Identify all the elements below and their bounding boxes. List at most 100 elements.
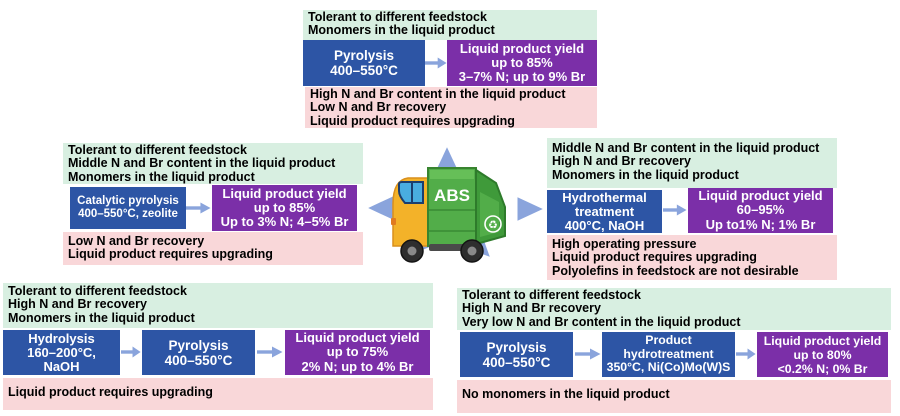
process-line: treatment [574, 203, 635, 219]
note-line: Low N and Br recovery [310, 100, 447, 115]
route-pyrolysis-hydrotreatment: Tolerant to different feedstock High N a… [457, 288, 891, 413]
process-line: 400–550°C [330, 63, 398, 78]
truck-wheel-rear-hub [467, 246, 477, 256]
route-hydrothermal-pros: Middle N and Br content in the liquid pr… [547, 138, 837, 188]
process-box-hydrolysis: Hydrolysis 160–200°C, NaOH [3, 330, 120, 375]
route-catalytic-cons: Low N and Br recovery Liquid product req… [63, 232, 363, 265]
note-line: High N and Br recovery [8, 297, 147, 312]
note-line: Low N and Br recovery [68, 234, 205, 248]
note-line: Tolerant to different feedstock [308, 10, 487, 24]
route-hydrotreatment-pros: Tolerant to different feedstock High N a… [457, 288, 891, 330]
result-box-hydrolysis-pyrolysis: Liquid product yield up to 75% 2% N; up … [285, 330, 430, 375]
route-hydrolysis-pyrolysis: Tolerant to different feedstock High N a… [3, 283, 433, 411]
note-line: Liquid product requires upgrading [68, 247, 273, 262]
flow-arrow-icon [736, 348, 756, 360]
process-line: 160–200°C, [27, 344, 96, 360]
note-line: Tolerant to different feedstock [68, 143, 247, 157]
truck-headlight [391, 218, 396, 225]
note-line: Tolerant to different feedstock [462, 288, 641, 302]
note-line: Monomers in the liquid product [8, 310, 195, 325]
process-line: Hydrolysis [28, 330, 95, 346]
process-line: Pyrolysis [168, 337, 229, 353]
result-line: Liquid product yield [222, 185, 347, 201]
flow-arrow-icon [257, 346, 283, 358]
process-box-hydrothermal: Hydrothermal treatment 400°C, NaOH [547, 190, 662, 233]
result-box-pyrolysis: Liquid product yield up to 85% 3–7% N; u… [447, 40, 597, 86]
recycle-badge [484, 215, 502, 233]
note-line: Liquid product requires upgrading [8, 385, 213, 399]
route-pyrolysis-pros: Tolerant to different feedstock Monomers… [303, 10, 597, 40]
result-line: Liquid product yield [295, 330, 420, 346]
result-box-hydrothermal: Liquid product yield 60–95% Up to1% N; 1… [688, 188, 833, 233]
note-line: No monomers in the liquid product [462, 387, 670, 401]
process-box-pyrolysis-2: Pyrolysis 400–550°C [142, 330, 255, 375]
result-box-catalytic-pyrolysis: Liquid product yield up to 85% Up to 3% … [212, 185, 357, 231]
process-line: Catalytic pyrolysis [77, 194, 179, 207]
process-line: 350°C, Ni(Co)Mo(W)S [606, 360, 731, 375]
note-line: Monomers in the liquid product [68, 169, 255, 184]
route-catalytic-pros: Tolerant to different feedstock Middle N… [63, 143, 363, 184]
process-line: 400°C, NaOH [564, 217, 645, 233]
route-pyrolysis: Tolerant to different feedstock Monomers… [303, 10, 597, 128]
result-line: <0.2% N; 0% Br [777, 361, 868, 376]
flow-arrow-icon [121, 346, 141, 358]
truck-cargo-top-panel [430, 170, 474, 179]
process-line: Pyrolysis [486, 339, 547, 355]
result-line: up to 85% [491, 54, 553, 70]
result-line: 2% N; up to 4% Br [301, 358, 414, 374]
note-line: Very low N and Br content in the liquid … [462, 314, 741, 329]
process-box-catalytic-pyrolysis: Catalytic pyrolysis 400–550°C, zeolite [70, 187, 186, 229]
result-line: 3–7% N; up to 9% Br [458, 69, 586, 85]
flow-arrow-icon [575, 348, 601, 360]
result-line: up to 85% [253, 199, 316, 215]
note-line: Middle N and Br content in the liquid pr… [68, 156, 336, 171]
note-line: High N and Br recovery [462, 301, 601, 316]
process-line: 400–550°C, zeolite [78, 208, 178, 220]
process-line: Product [645, 333, 692, 348]
truck-cargo-box [427, 167, 477, 247]
note-line: Tolerant to different feedstock [8, 284, 187, 298]
result-line: up to 80% [793, 347, 852, 362]
result-line: Up to 3% N; 4–5% Br [220, 214, 349, 230]
route-hydrotreatment-cons: No monomers in the liquid product [457, 380, 891, 413]
process-line: Hydrothermal [562, 189, 647, 205]
route-hydrothermal-cons: High operating pressure Liquid product r… [547, 235, 837, 280]
note-line: High N and Br content in the liquid prod… [310, 87, 566, 101]
note-line: Liquid product requires upgrading [310, 113, 515, 128]
process-box-pyrolysis: Pyrolysis 400–550°C [303, 40, 425, 86]
note-line: Monomers in the liquid product [308, 23, 495, 38]
result-line: Liquid product yield [459, 40, 585, 56]
route-pyrolysis-cons: High N and Br content in the liquid prod… [305, 87, 597, 128]
result-line: Liquid product yield [763, 333, 882, 348]
route-hydrolysis-pros: Tolerant to different feedstock High N a… [3, 283, 433, 328]
process-line: 400–550°C [164, 352, 233, 368]
process-box-hydrotreatment: Product hydrotreatment 350°C, Ni(Co)Mo(W… [602, 332, 735, 377]
process-line: Pyrolysis [333, 48, 395, 63]
route-catalytic-pyrolysis: Tolerant to different feedstock Middle N… [63, 143, 363, 265]
flow-arrow-icon [663, 204, 687, 216]
result-line: up to 75% [326, 344, 389, 360]
abs-label: ABS [434, 186, 470, 205]
note-line: Polyolefins in feedstock are not desirab… [552, 263, 799, 278]
route-hydrothermal: Middle N and Br content in the liquid pr… [547, 138, 837, 280]
process-line: hydrotreatment [623, 346, 714, 361]
result-line: 60–95% [736, 202, 785, 218]
truck-bumper [429, 244, 467, 251]
truck-wheel-front-hub [407, 246, 417, 256]
note-line: High operating pressure [552, 237, 697, 251]
note-line: High N and Br recovery [552, 154, 691, 169]
result-box-hydrotreatment: Liquid product yield up to 80% <0.2% N; … [757, 332, 888, 377]
flow-arrow-icon [425, 57, 447, 69]
abs-waste-truck-illustration: ABS ♻ [368, 147, 543, 263]
flow-arrow-icon [186, 202, 211, 214]
route-hydrolysis-cons: Liquid product requires upgrading [3, 378, 433, 410]
note-line: Monomers in the liquid product [552, 167, 739, 182]
result-line: Liquid product yield [698, 188, 823, 204]
process-line: NaOH [43, 358, 80, 374]
garbage-truck: ABS ♻ [391, 167, 506, 263]
recycle-icon: ♻ [488, 219, 498, 232]
result-line: Up to1% N; 1% Br [705, 216, 816, 232]
process-line: 400–550°C [482, 354, 551, 370]
note-line: Middle N and Br content in the liquid pr… [552, 141, 820, 155]
